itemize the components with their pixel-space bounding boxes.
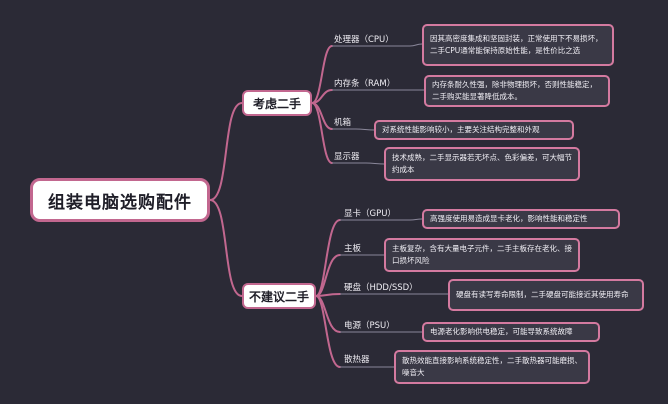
note-cpu: 因其高密度集成和坚固封装，正常使用下不易损坏，二手CPU通常能保持原始性能，是性…	[422, 24, 614, 66]
sub-storage: 硬盘（HDD/SSD）	[344, 283, 418, 293]
note-ram: 内存条耐久性强，除非物理损坏，否则性能稳定，二手购买能显著降低成本。	[424, 75, 610, 107]
branch-consider-used: 考虑二手	[242, 90, 312, 116]
note-case: 对系统性能影响较小，主要关注结构完整和外观	[374, 120, 574, 140]
branch-not-recommended-used: 不建议二手	[242, 283, 316, 309]
sub-cooler: 散热器	[344, 355, 370, 365]
root-topic: 组装电脑选购配件	[30, 178, 210, 222]
sub-gpu: 显卡（GPU）	[344, 209, 396, 219]
note-psu: 电源老化影响供电稳定，可能导致系统故障	[422, 322, 600, 342]
note-monitor: 技术成熟，二手显示器若无坏点、色彩偏差，可大幅节约成本	[384, 147, 580, 181]
sub-ram: 内存条（RAM）	[334, 79, 396, 89]
sub-motherboard: 主板	[344, 244, 362, 254]
note-motherboard: 主板复杂，含有大量电子元件，二手主板存在老化、接口损坏风险	[384, 238, 580, 272]
note-storage: 硬盘有读写寿命限制，二手硬盘可能接近其使用寿命	[448, 279, 644, 311]
sub-monitor: 显示器	[334, 152, 360, 162]
sub-cpu: 处理器（CPU）	[334, 35, 394, 45]
note-cooler: 散热效能直接影响系统稳定性，二手散热器可能磨损、噪音大	[394, 350, 590, 384]
sub-psu: 电源（PSU）	[344, 321, 395, 331]
note-gpu: 高强度使用易造成显卡老化，影响性能和稳定性	[422, 209, 620, 229]
sub-case: 机箱	[334, 118, 352, 128]
